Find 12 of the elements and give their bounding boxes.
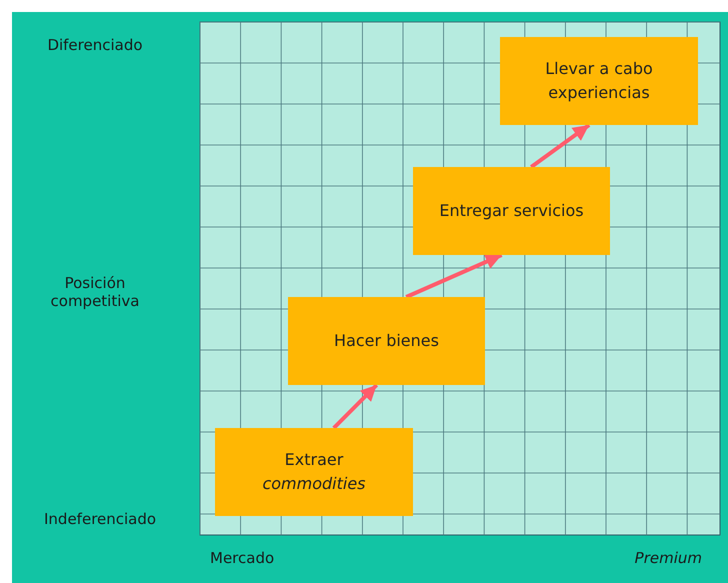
axis-label: Diferenciado	[46, 36, 144, 54]
arrow	[332, 384, 378, 430]
stage-box: Extraer commodities	[215, 428, 413, 516]
stage-box: Hacer bienes	[288, 297, 485, 385]
stage-box: Llevar a cabo experiencias	[500, 37, 698, 125]
stage-box: Entregar servicios	[413, 167, 610, 255]
axis-label: Indeferenciado	[44, 510, 158, 528]
axis-label: Premium	[634, 549, 702, 567]
axis-title: Posición competitiva	[50, 274, 140, 310]
arrow	[530, 123, 590, 169]
arrow	[405, 253, 502, 299]
axis-label: Mercado	[210, 549, 276, 567]
